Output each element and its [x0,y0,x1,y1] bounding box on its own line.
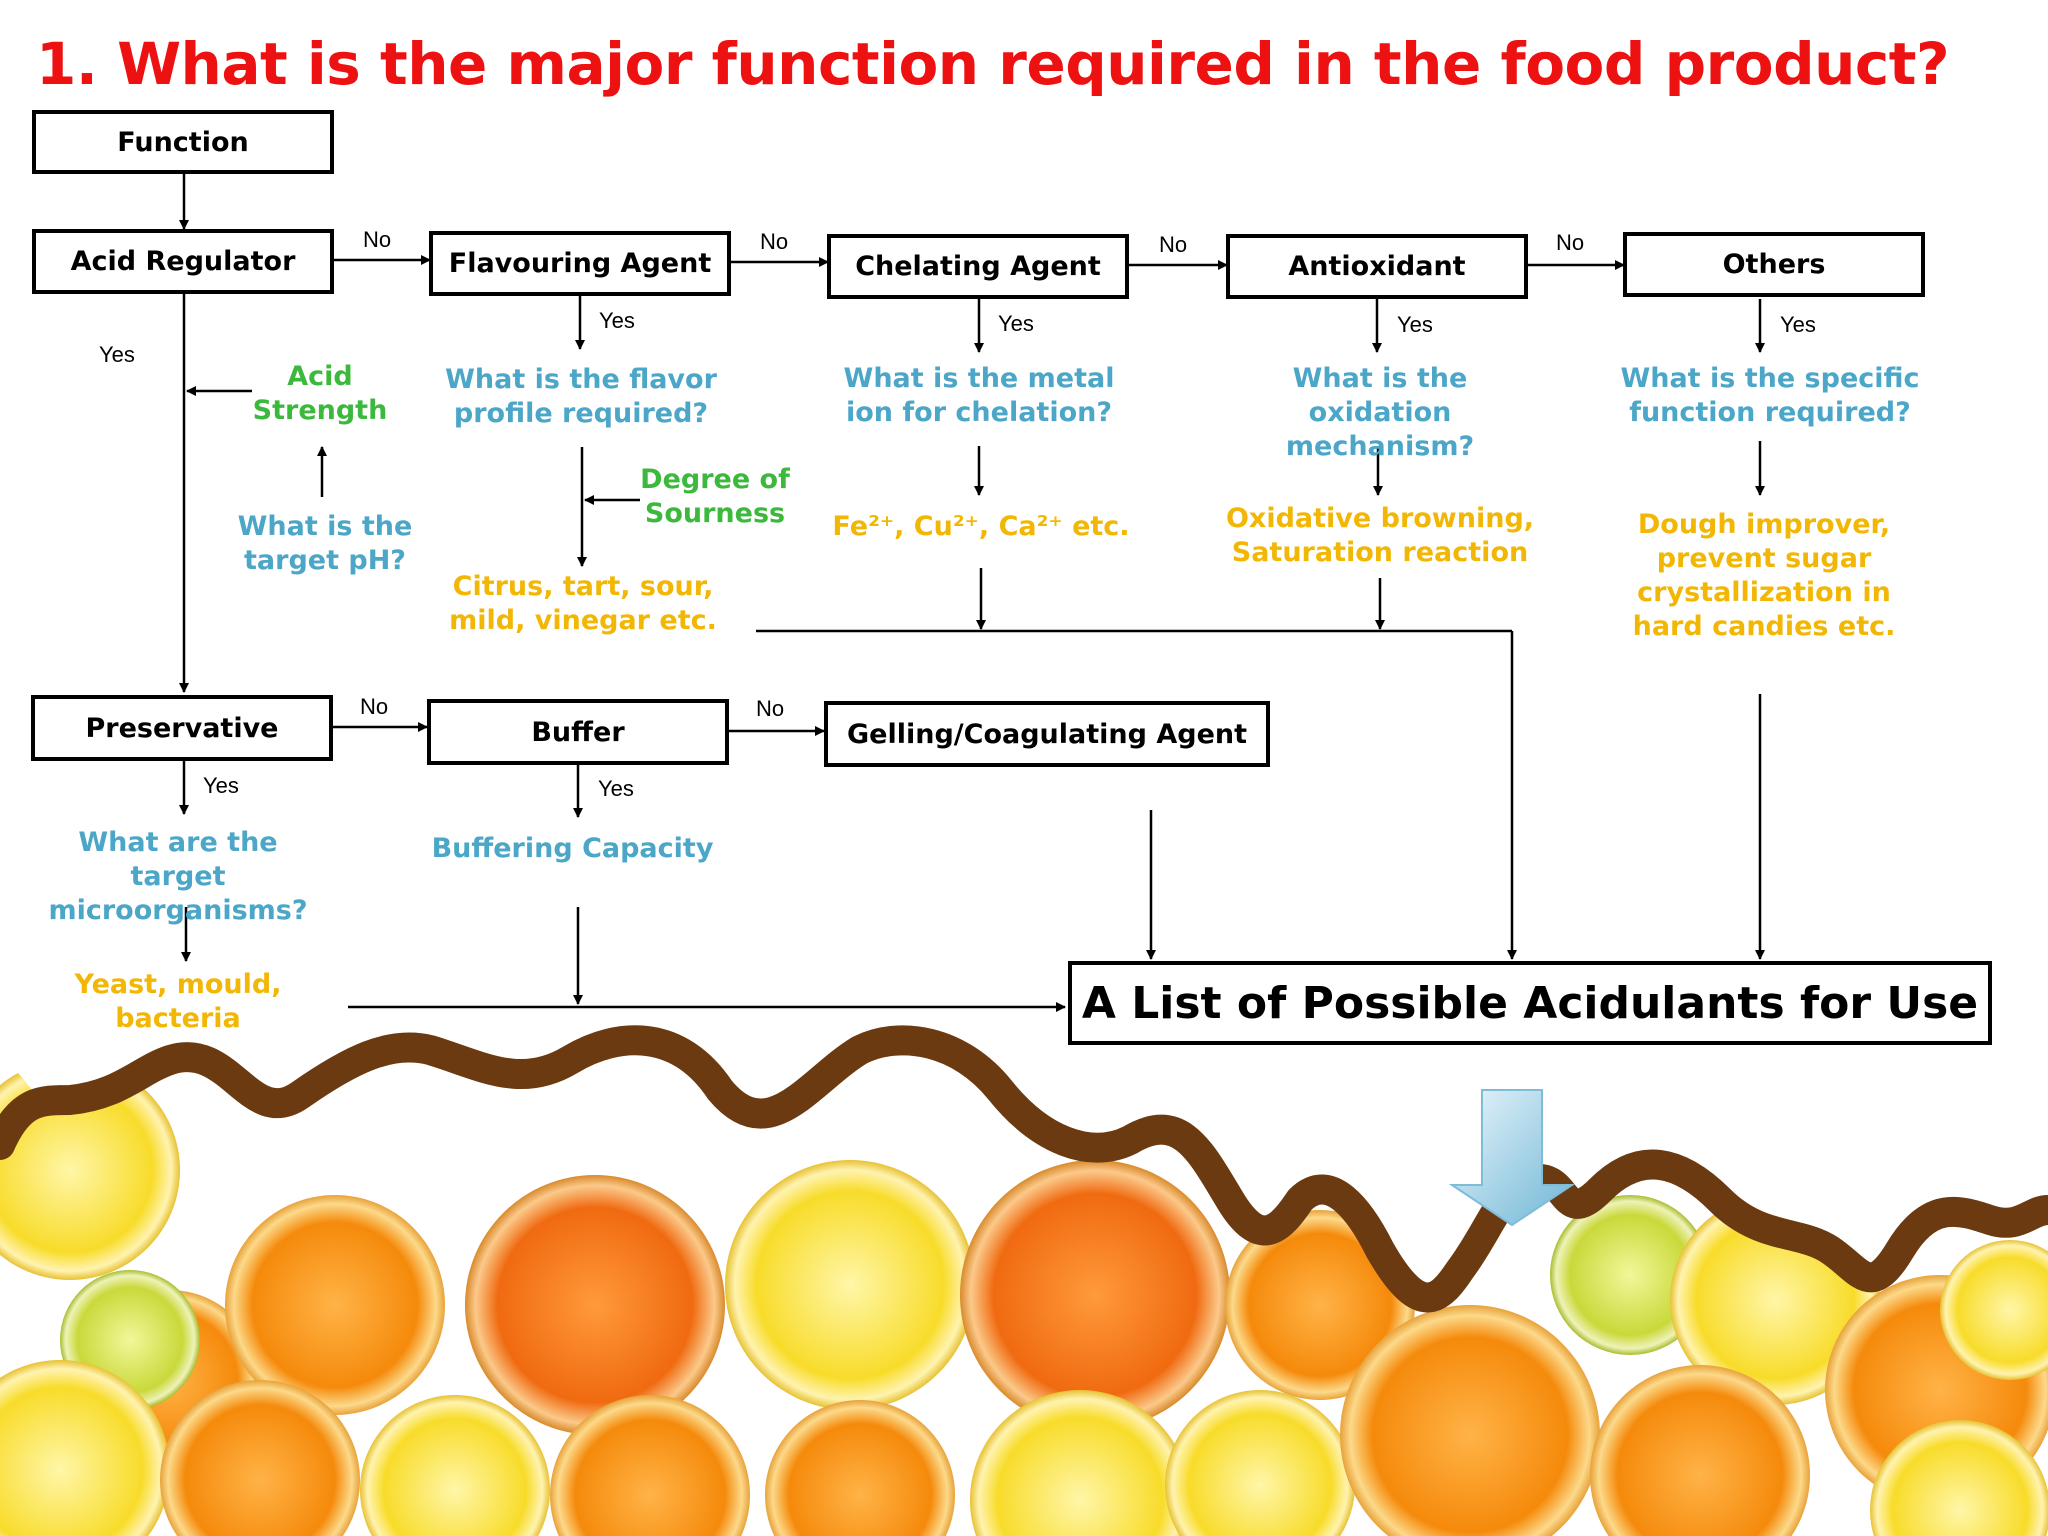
yes-label: Yes [203,773,239,798]
oxidation-answer: Oxidative browning, Saturation reaction [1225,503,1535,568]
microorganisms-question: What are the target microorganisms? [48,827,308,926]
wavy-border [0,1025,2048,1313]
yes-label: Yes [599,308,635,333]
buffer-box: Buffer [427,699,729,765]
no-label: No [360,694,389,719]
gelling-agent-box: Gelling/Coagulating Agent [824,701,1270,767]
no-label: No [760,229,789,254]
no-label: No [363,227,392,252]
no-label: No [756,696,785,721]
flavor-profile-question: What is the flavor profile required? [445,364,717,429]
preservative-box: Preservative [31,695,333,761]
degree-of-sourness-factor: Degree of Sourness [640,464,790,529]
yes-label: Yes [998,311,1034,336]
yes-label: Yes [1780,312,1816,337]
acid-strength-factor: Acid Strength [252,361,388,426]
chelating-agent-box: Chelating Agent [827,234,1129,299]
final-result-box: A List of Possible Acidulants for Use [1068,961,1992,1045]
down-arrow-icon [1448,1089,1576,1227]
yes-label: Yes [1397,312,1433,337]
function-box: Function [32,110,334,174]
no-label: No [1159,232,1188,257]
yes-label: Yes [598,776,634,801]
page-title: 1. What is the major function required i… [36,30,1950,98]
no-label: No [1556,230,1585,255]
yes-label: Yes [99,342,135,367]
antioxidant-box: Antioxidant [1226,234,1528,299]
citrus-slices [0,1060,2048,1536]
flavor-answer: Citrus, tart, sour, mild, vinegar etc. [449,571,717,636]
metal-ion-answer: Fe²⁺, Cu²⁺, Ca²⁺ etc. [832,511,1130,542]
flavouring-agent-box: Flavouring Agent [429,231,731,296]
metal-ion-question: What is the metal ion for chelation? [843,363,1115,428]
others-box: Others [1623,232,1925,297]
acid-regulator-box: Acid Regulator [32,229,334,294]
specific-function-question: What is the specific function required? [1620,363,1920,428]
oxidation-question: What is the oxidation mechanism? [1285,363,1475,462]
microorganisms-answer: Yeast, mould, bacteria [74,969,282,1034]
buffering-capacity-factor: Buffering Capacity [431,833,714,864]
others-answer: Dough improver, prevent sugar crystalliz… [1632,509,1896,642]
target-ph-question: What is the target pH? [237,511,413,576]
